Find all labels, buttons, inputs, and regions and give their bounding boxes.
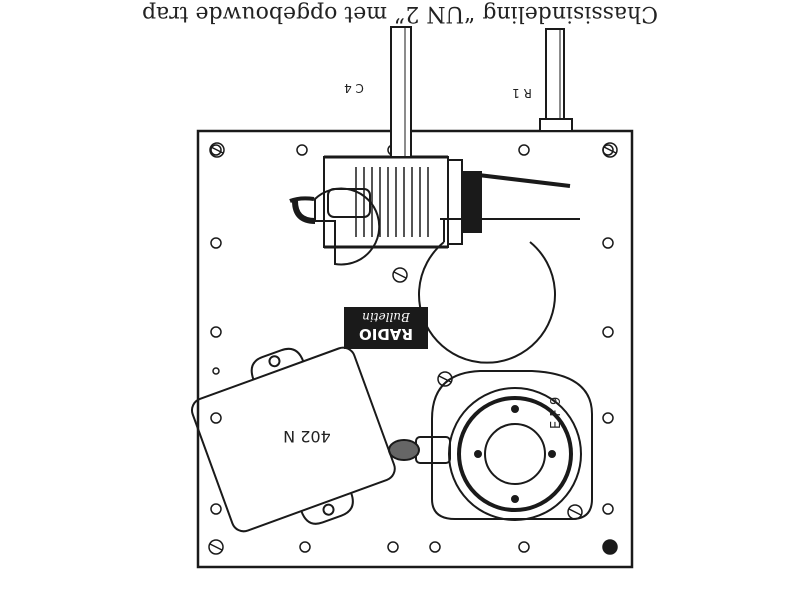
- figure-caption: Chassisindeling “UN 2” met opgebouwde tr…: [142, 1, 658, 26]
- logo-line1: RADIO: [359, 325, 413, 343]
- logo-line2: Bulletin: [362, 310, 411, 324]
- tube-socket: E F 9: [388, 370, 593, 521]
- cutout-left: [418, 172, 580, 364]
- transformer-label: 402 N: [283, 427, 331, 446]
- variable-capacitor: [323, 26, 482, 249]
- c4-shaft[interactable]: [390, 26, 412, 158]
- r1-shaft[interactable]: [545, 28, 565, 120]
- tube-label: E F 9: [549, 397, 564, 429]
- cutout-right: [289, 187, 381, 266]
- radio-bulletin-logo: RADIO Bulletin: [344, 307, 428, 349]
- corner-screws: [208, 142, 618, 555]
- chassis-plate: [196, 129, 634, 569]
- potentiometer-r1: [539, 28, 573, 132]
- r1-label: R 1: [512, 86, 532, 100]
- c4-label: C 4: [344, 81, 364, 95]
- transformer-can: 402 N: [191, 346, 396, 533]
